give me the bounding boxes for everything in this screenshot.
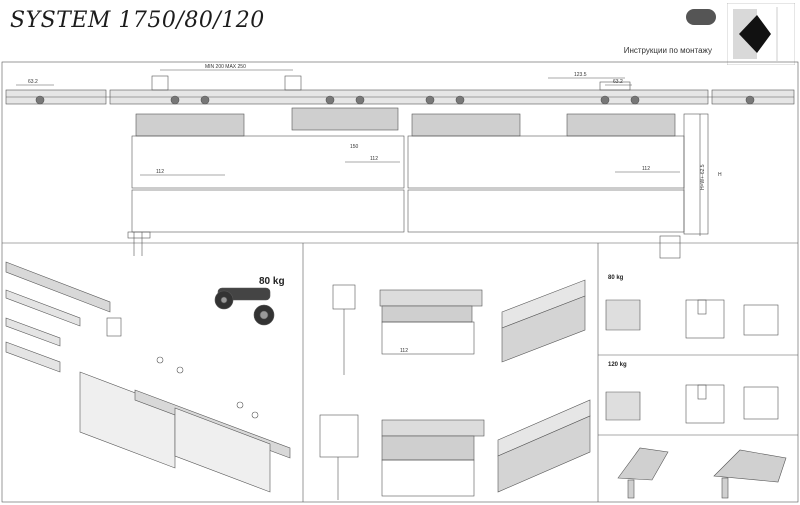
dim-left-offset-label: 63.2 [28, 79, 38, 85]
dim-d112-d-label: 112 [400, 348, 408, 354]
bracket-120kg-details [605, 384, 779, 424]
dim-d112-a-label: 112 [156, 169, 164, 175]
bottom-guide-parts [617, 447, 787, 499]
bracket-120kg-label: 120 kg [608, 362, 627, 368]
page-title: SYSTEM 1750/80/120 [10, 8, 265, 33]
top-rail-assembly [5, 75, 795, 105]
dim-d112-b-label: 112 [370, 156, 378, 162]
page-subtitle: Инструкции по монтажу [623, 46, 712, 55]
dim-vertical-h-label: H [718, 172, 722, 178]
brand-badge-icon [686, 9, 716, 25]
dim-d112-c-label: 112 [642, 166, 650, 172]
trolley-weight-label: 80 kg [259, 276, 285, 287]
dim-top-span-label: MIN 200 MAX 250 [205, 64, 246, 70]
dim-mid-span-label: 123.5 [574, 72, 587, 78]
rail-perspective-views [497, 279, 591, 493]
krona-koblenz-logo [727, 3, 795, 65]
drawing-frame [1, 61, 799, 503]
exploded-view [5, 261, 291, 493]
mounting-details [319, 284, 485, 500]
trolley-80kg [214, 287, 275, 326]
door-top-profiles [135, 107, 676, 137]
floor-guides [127, 231, 681, 259]
dim-d150-label: 150 [350, 144, 359, 150]
dim-vertical-formula-label: H=W+-62.5 [700, 164, 706, 190]
bracket-80kg-label: 80 kg [608, 275, 624, 281]
bracket-80kg-details [605, 299, 779, 339]
door-panels [131, 113, 709, 235]
dim-right-offset-label: 63.2 [613, 79, 623, 85]
